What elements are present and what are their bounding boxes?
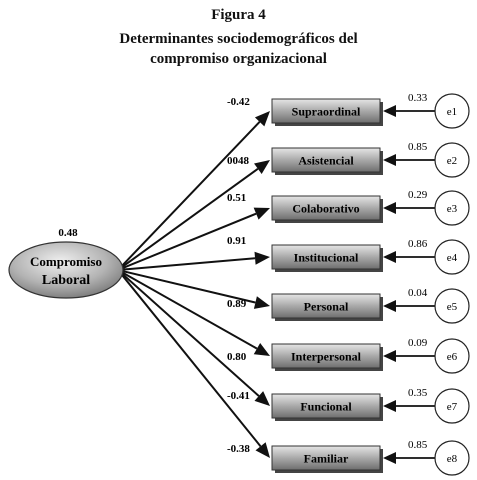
indicator-label-personal: Personal <box>304 300 349 314</box>
loading-value-familiar: 0.85 <box>408 439 428 451</box>
indicator-box-institucional <box>271 244 381 270</box>
central-label-line-1: Compromiso <box>30 254 102 269</box>
error-arrowhead-funcional <box>383 400 396 412</box>
path-line-institucional <box>117 257 256 271</box>
indicator-label-institucional: Institucional <box>294 251 359 265</box>
path-line-supraordinal <box>117 121 261 271</box>
indicator-box-colaborativo <box>271 195 381 221</box>
error-circle-e3 <box>434 190 470 226</box>
path-coefficient-supraordinal: -0.42 <box>227 96 250 108</box>
path-arrowhead-personal <box>253 296 270 309</box>
indicator-box-supraordinal <box>271 98 381 124</box>
indicator-label-funcional: Funcional <box>300 400 352 414</box>
central-label-line-2: Laboral <box>42 273 90 288</box>
figure-label: Figura 4 <box>211 7 266 23</box>
indicator-label-interpersonal: Interpersonal <box>291 350 362 364</box>
path-line-interpersonal <box>117 269 258 350</box>
path-line-personal <box>117 269 256 304</box>
path-coefficient-interpersonal: 0.80 <box>227 351 247 363</box>
path-arrowhead-familiar <box>255 442 270 458</box>
indicator-label-asistencial: Asistencial <box>298 154 354 168</box>
path-line-familiar <box>117 269 262 447</box>
loading-value-supraordinal: 0.33 <box>408 92 428 104</box>
central-value: 0.48 <box>58 227 78 239</box>
loading-value-institucional: 0.86 <box>408 238 428 250</box>
indicator-box-interpersonal <box>271 343 381 369</box>
path-arrowhead-funcional <box>254 391 270 406</box>
path-arrowhead-colaborativo <box>253 207 270 220</box>
loading-value-asistencial: 0.85 <box>408 141 428 153</box>
indicator-label-familiar: Familiar <box>304 452 349 466</box>
error-label-e3: e3 <box>447 203 458 215</box>
loading-value-personal: 0.04 <box>408 287 428 299</box>
path-coefficient-institucional: 0.91 <box>227 235 246 247</box>
central-ellipse <box>8 241 124 299</box>
error-circle-e5 <box>434 288 470 324</box>
error-arrowhead-institucional <box>383 251 396 263</box>
figure-title-line-1: Determinantes sociodemográficos del <box>119 31 358 47</box>
error-circle-e1 <box>434 93 470 129</box>
path-arrowhead-asistencial <box>254 160 270 175</box>
path-arrows <box>117 111 270 458</box>
error-arrowhead-familiar <box>383 452 396 464</box>
path-coefficient-asistencial: 0048 <box>227 155 250 167</box>
error-label-e6: e6 <box>447 351 458 363</box>
error-circle-e6 <box>434 338 470 374</box>
path-line-funcional <box>117 269 260 397</box>
indicator-box-asistencial <box>271 147 381 173</box>
error-arrowhead-asistencial <box>383 154 396 166</box>
path-coefficient-colaborativo: 0.51 <box>227 192 246 204</box>
error-arrowhead-interpersonal <box>383 350 396 362</box>
figure-title-line-2: compromiso organizacional <box>150 51 327 67</box>
error-arrowhead-colaborativo <box>383 202 396 214</box>
error-label-e5: e5 <box>447 301 458 313</box>
error-arrowhead-personal <box>383 300 396 312</box>
path-arrowhead-supraordinal <box>254 111 270 127</box>
indicator-box-funcional <box>271 393 381 419</box>
error-circle-e4 <box>434 239 470 275</box>
error-circle-e7 <box>434 388 470 424</box>
error-arrowhead-supraordinal <box>383 105 396 117</box>
path-line-asistencial <box>117 167 259 271</box>
central-construct: Compromiso Laboral 0.48 <box>8 227 124 299</box>
error-label-e2: e2 <box>447 155 457 167</box>
path-coefficient-familiar: -0.38 <box>227 443 250 455</box>
error-circle-e2 <box>434 142 470 178</box>
loading-value-colaborativo: 0.29 <box>408 189 428 201</box>
loading-value-funcional: 0.35 <box>408 387 428 399</box>
path-coefficient-personal: 0.89 <box>227 298 247 310</box>
indicator-label-colaborativo: Colaborativo <box>292 202 359 216</box>
error-label-e4: e4 <box>447 252 458 264</box>
path-arrowhead-institucional <box>254 251 270 265</box>
error-label-e8: e8 <box>447 453 458 465</box>
error-label-e7: e7 <box>447 401 458 413</box>
error-circle-e8 <box>434 440 470 476</box>
path-arrowhead-interpersonal <box>253 342 270 356</box>
error-label-e1: e1 <box>447 106 457 118</box>
indicator-label-supraordinal: Supraordinal <box>292 105 361 119</box>
loading-value-interpersonal: 0.09 <box>408 337 428 349</box>
path-line-colaborativo <box>117 212 257 271</box>
indicator-box-personal <box>271 293 381 319</box>
indicator-box-familiar <box>271 445 381 471</box>
path-coefficient-funcional: -0.41 <box>227 390 250 402</box>
